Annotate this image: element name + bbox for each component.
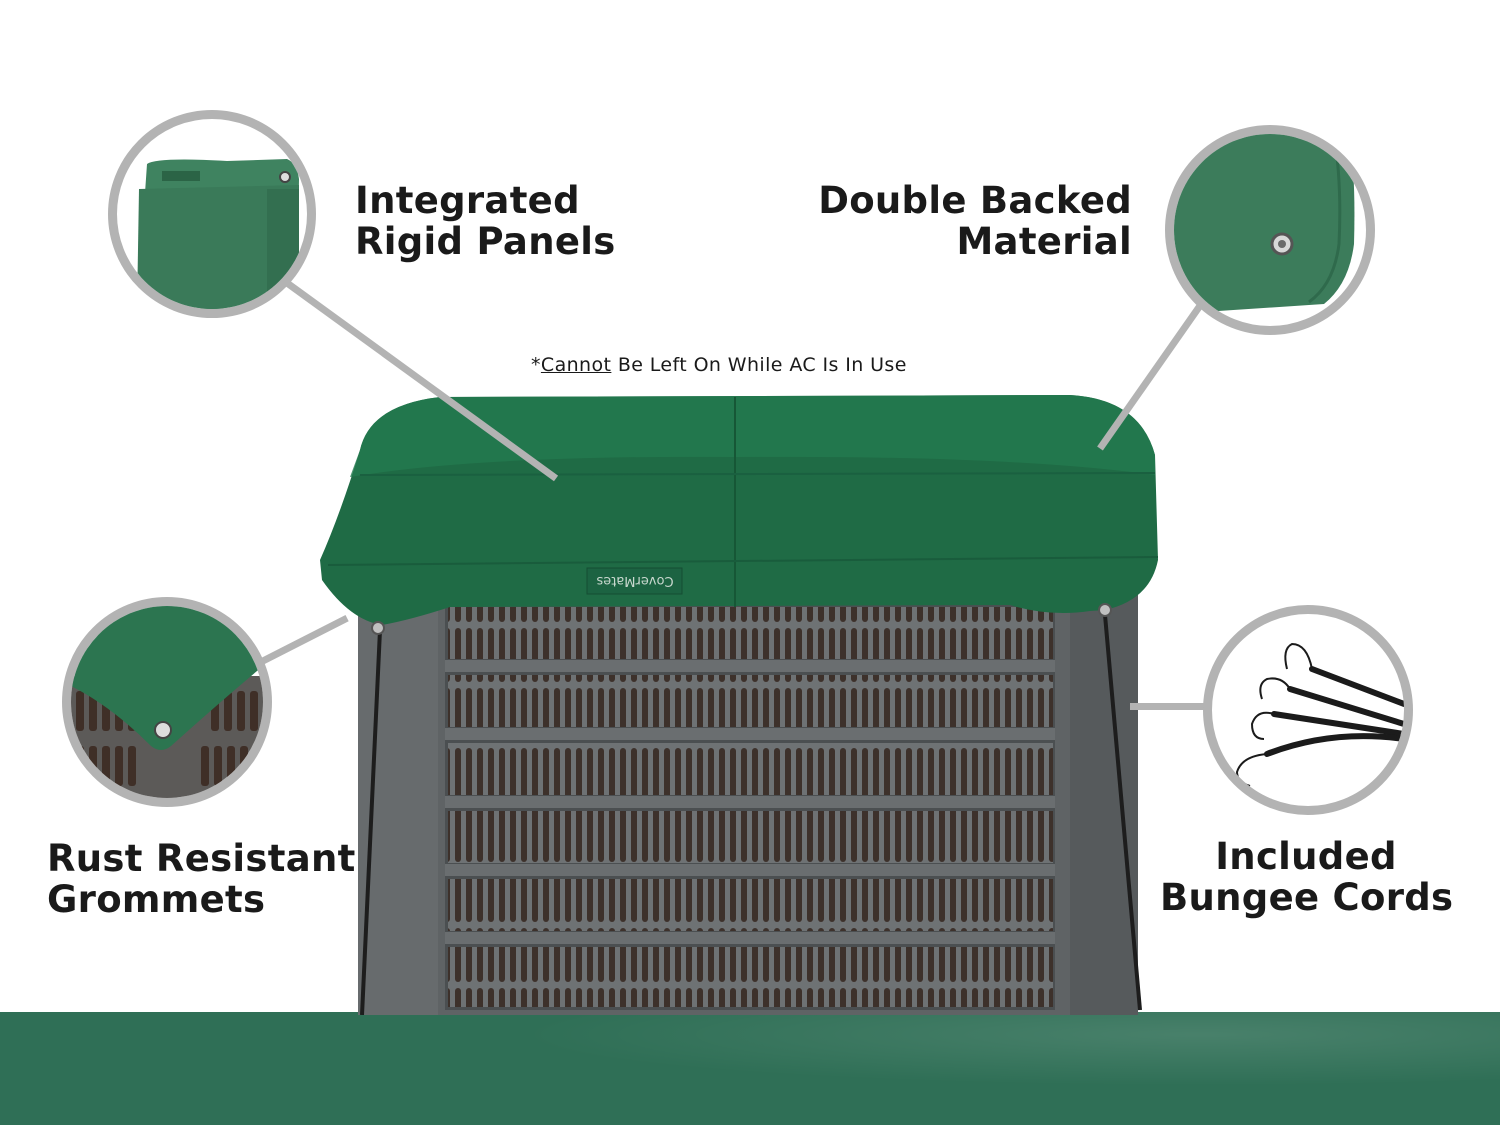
fabric-grommet-closeup-icon — [1165, 125, 1375, 335]
feature-integrated-rigid-panels: Integrated Rigid Panels — [355, 180, 616, 262]
ac-unit-illustration: CoverMates — [320, 395, 1159, 1015]
feature-rust-resistant-grommets: Rust Resistant Grommets — [47, 838, 356, 920]
leader-line-bottom-right — [1130, 703, 1210, 710]
svg-text:CoverMates: CoverMates — [596, 573, 673, 588]
grommet-closeup-icon — [62, 597, 272, 807]
feature-title-line1: Double Backed — [818, 179, 1132, 222]
feature-title-line2: Material — [956, 220, 1132, 263]
feature-title-line2: Rigid Panels — [355, 220, 616, 263]
feature-title-line1: Rust Resistant — [47, 837, 356, 880]
feature-title-line2: Grommets — [47, 878, 266, 921]
feature-title-line1: Included — [1215, 835, 1397, 878]
feature-double-backed-material: Double Backed Material — [800, 180, 1132, 262]
floor-band — [0, 1012, 1500, 1125]
note-underlined: Cannot — [540, 354, 612, 376]
usage-note: *Cannot Be Left On While AC Is In Use — [531, 354, 907, 376]
note-rest: Be Left On While AC Is In Use — [611, 354, 907, 376]
feature-title-line2: Bungee Cords — [1160, 876, 1454, 919]
rigid-panel-closeup-icon — [108, 110, 316, 318]
feature-included-bungee-cords: Included Bungee Cords — [1160, 835, 1454, 919]
bungee-cords-icon — [1203, 605, 1413, 815]
note-prefix: * — [531, 354, 541, 376]
feature-title-line1: Integrated — [355, 179, 580, 222]
